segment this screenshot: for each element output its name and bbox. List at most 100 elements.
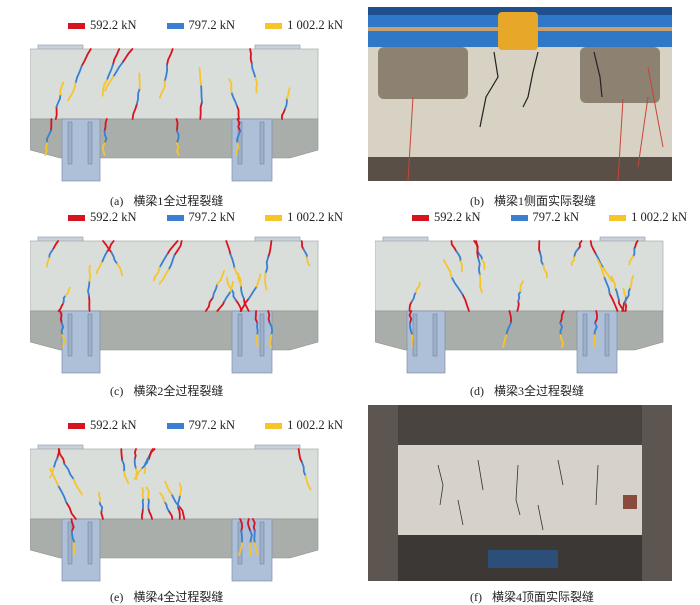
legend-c: 592.2 kN 797.2 kN 1 002.2 kN bbox=[68, 210, 343, 225]
crack-segment bbox=[143, 488, 144, 498]
crack-segment bbox=[625, 296, 626, 303]
support-block bbox=[62, 519, 100, 581]
caption-tag: (d) bbox=[470, 384, 484, 398]
beam-4-top-photo bbox=[368, 405, 672, 581]
anchor-bolt bbox=[68, 122, 72, 164]
anchor-bolt bbox=[68, 522, 72, 564]
legend-item: 1 002.2 kN bbox=[609, 210, 687, 225]
caption-text: 横梁2全过程裂缝 bbox=[133, 384, 223, 398]
caption-tag: (c) bbox=[110, 384, 123, 398]
marked-crack bbox=[523, 52, 538, 107]
legend-label: 592.2 kN bbox=[90, 18, 137, 33]
crack-segment bbox=[73, 543, 75, 555]
beam-web bbox=[30, 49, 318, 119]
legend-item: 797.2 kN bbox=[167, 418, 236, 433]
caption-f: (f)横梁4顶面实际裂缝 bbox=[470, 588, 604, 605]
legend-a: 592.2 kN 797.2 kN 1 002.2 kN bbox=[68, 18, 343, 33]
crack-segment bbox=[410, 311, 412, 323]
legend-label: 797.2 kN bbox=[189, 210, 236, 225]
caption-text: 横梁3全过程裂缝 bbox=[494, 384, 584, 398]
legend-label: 797.2 kN bbox=[189, 18, 236, 33]
crack-segment bbox=[121, 449, 122, 460]
crack-segment bbox=[143, 498, 144, 508]
caption-b: (b) 横梁1侧面实际裂缝 bbox=[470, 192, 606, 209]
crack-segment bbox=[177, 143, 179, 155]
beam-4-crack-diagram bbox=[30, 435, 320, 585]
beam-web bbox=[30, 241, 318, 311]
caption-tag: (a) bbox=[110, 194, 123, 208]
beam-1-side-photo bbox=[368, 7, 672, 181]
caption-c: (c) 横梁2全过程裂缝 bbox=[110, 382, 233, 399]
support-block bbox=[62, 311, 100, 373]
anchor-bolt bbox=[88, 122, 92, 164]
legend-item: 797.2 kN bbox=[167, 210, 236, 225]
legend-label: 797.2 kN bbox=[533, 210, 580, 225]
legend-swatch-yellow bbox=[265, 23, 282, 29]
beam-3-crack-diagram bbox=[375, 227, 665, 377]
legend-item: 592.2 kN bbox=[68, 210, 137, 225]
legend-swatch-blue bbox=[167, 423, 184, 429]
crack-segment bbox=[625, 304, 626, 311]
legend-item: 797.2 kN bbox=[167, 18, 236, 33]
legend-label: 797.2 kN bbox=[189, 418, 236, 433]
crack-segment bbox=[135, 449, 136, 459]
anchor-bolt bbox=[88, 522, 92, 564]
legend-swatch-red bbox=[68, 423, 85, 429]
legend-label: 1 002.2 kN bbox=[287, 418, 343, 433]
crack-segment bbox=[412, 335, 413, 347]
legend-swatch-yellow bbox=[265, 423, 282, 429]
photo-crack-overlay bbox=[368, 405, 672, 581]
legend-swatch-yellow bbox=[609, 215, 626, 221]
beam-2-crack-diagram bbox=[30, 227, 320, 377]
legend-label: 592.2 kN bbox=[434, 210, 481, 225]
crack-segment bbox=[177, 119, 178, 131]
beam-web bbox=[30, 449, 318, 519]
legend-item: 592.2 kN bbox=[68, 18, 137, 33]
crack-segment bbox=[268, 311, 270, 323]
caption-a: (a)横梁1全过程裂缝 bbox=[110, 192, 233, 209]
caption-tag: (b) bbox=[470, 194, 484, 208]
legend-e: 592.2 kN 797.2 kN 1 002.2 kN bbox=[68, 418, 343, 433]
crack-segment bbox=[99, 493, 100, 502]
marked-crack bbox=[594, 52, 602, 97]
legend-label: 592.2 kN bbox=[90, 418, 137, 433]
legend-label: 592.2 kN bbox=[90, 210, 137, 225]
legend-label: 1 002.2 kN bbox=[287, 210, 343, 225]
crack-segment bbox=[56, 107, 57, 119]
legend-swatch-blue bbox=[511, 215, 528, 221]
beam-1-crack-diagram bbox=[30, 35, 320, 185]
legend-swatch-blue bbox=[167, 23, 184, 29]
marked-cracks bbox=[438, 460, 598, 530]
anchor-bolt bbox=[260, 122, 264, 164]
anchor-bolt bbox=[68, 314, 72, 356]
crack-segment bbox=[201, 85, 202, 102]
support-block bbox=[62, 119, 100, 181]
crack-segment bbox=[89, 296, 90, 311]
crack-segment bbox=[539, 241, 540, 253]
marked-crack bbox=[480, 52, 498, 127]
legend-swatch-blue bbox=[167, 215, 184, 221]
anchor-bolt bbox=[583, 314, 587, 356]
anchor-bolt bbox=[260, 522, 264, 564]
legend-swatch-red bbox=[68, 215, 85, 221]
crack-segment bbox=[594, 335, 595, 347]
anchor-bolt bbox=[238, 314, 242, 356]
crack-segment bbox=[142, 509, 143, 519]
crack-segment bbox=[254, 531, 255, 543]
legend-item: 1 002.2 kN bbox=[265, 210, 343, 225]
crack-segment bbox=[241, 531, 242, 543]
legend-item: 592.2 kN bbox=[68, 418, 137, 433]
legend-label: 1 002.2 kN bbox=[287, 18, 343, 33]
legend-d: 592.2 kN 797.2 kN 1 002.2 kN bbox=[412, 210, 687, 225]
crack-segment bbox=[51, 119, 52, 131]
legend-item: 1 002.2 kN bbox=[265, 418, 343, 433]
photo-crack-overlay bbox=[368, 7, 672, 181]
caption-text: 横梁4顶面实际裂缝 bbox=[492, 590, 594, 604]
caption-tag: (e) bbox=[110, 590, 123, 604]
legend-item: 797.2 kN bbox=[511, 210, 580, 225]
caption-d: (d) 横梁3全过程裂缝 bbox=[470, 382, 594, 399]
caption-text: 横梁1侧面实际裂缝 bbox=[494, 194, 596, 208]
anchor-bolt bbox=[88, 314, 92, 356]
anchor-bolt bbox=[260, 314, 264, 356]
crack-segment bbox=[257, 323, 258, 335]
